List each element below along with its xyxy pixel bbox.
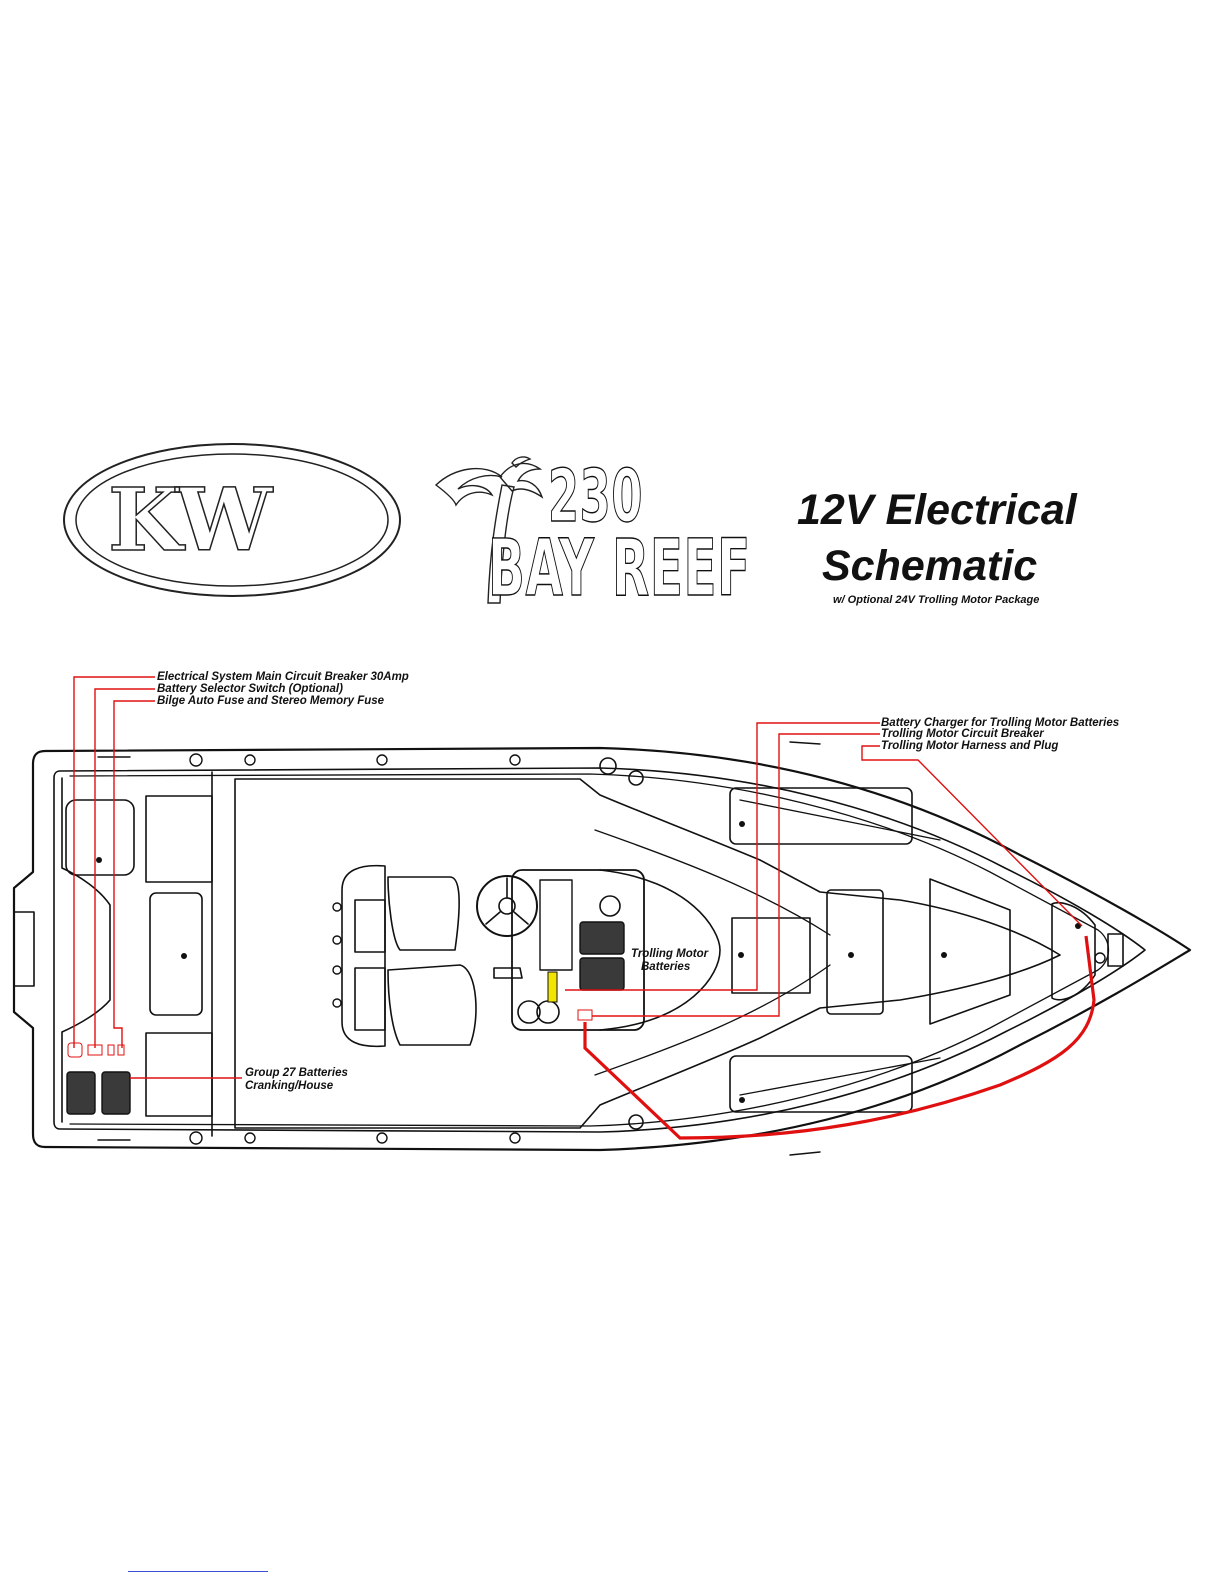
callout-tm-harness: Trolling Motor Harness and Plug [881, 740, 1059, 752]
callout-group27-1: Group 27 Batteries [245, 1067, 348, 1079]
charger-fuse [547, 971, 558, 1003]
leader-tm-harness [861, 745, 1083, 927]
callout-tm-breaker: Trolling Motor Circuit Breaker [881, 728, 1044, 740]
aft-box-top [65, 799, 135, 876]
callout-battery-selector: Battery Selector Switch (Optional) [157, 683, 343, 695]
title-subtitle: w/ Optional 24V Trolling Motor Package [833, 594, 1040, 606]
steering-wheel-icon [476, 875, 538, 937]
callout-tm-batteries-1: Trolling Motor [631, 948, 709, 960]
trolling-motor-batteries [579, 921, 625, 991]
title-line-1: 12V Electrical [797, 486, 1077, 534]
kw-logo-text: KW [107, 469, 273, 572]
leader-main-breaker [73, 676, 155, 1048]
title-line-2: Schematic [822, 542, 1038, 590]
model-name: BAY REEF [488, 524, 751, 614]
console-outline [511, 869, 645, 1031]
leader-tm-breaker [592, 733, 880, 1017]
leader-charger [565, 722, 880, 991]
callout-bilge-fuse: Bilge Auto Fuse and Stereo Memory Fuse [157, 695, 385, 707]
trolling-motor-cable [583, 935, 1096, 1140]
kw-logo-icon [63, 443, 401, 597]
bottom-link-underline [128, 1571, 268, 1572]
model-number: 230 [548, 454, 644, 538]
palm-tree-icon [434, 456, 544, 604]
leader-battery-selector [94, 688, 155, 1048]
gunwale-outline [53, 767, 1146, 1133]
group27-batteries [66, 1071, 131, 1115]
callout-main-breaker: Electrical System Main Circuit Breaker 3… [157, 671, 409, 683]
callout-charger: Battery Charger for Trolling Motor Batte… [881, 717, 1120, 729]
callout-tm-batteries-2: Batteries [641, 961, 691, 973]
leader-bilge-fuse [113, 700, 155, 1048]
callout-group27-2: Cranking/House [245, 1080, 334, 1092]
